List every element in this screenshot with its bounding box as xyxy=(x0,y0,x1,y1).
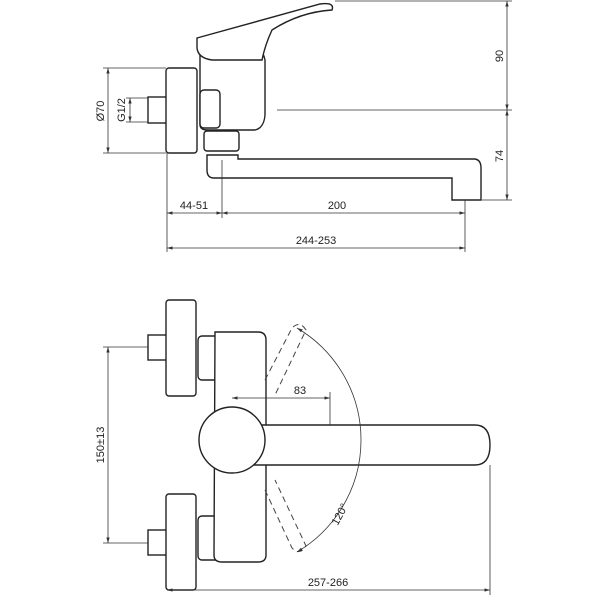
lever-label: 83 xyxy=(294,385,306,397)
height-spout-label: 74 xyxy=(494,150,506,162)
top-knob xyxy=(198,406,266,474)
spout-length-label: 200 xyxy=(328,200,346,212)
lever-rotated-right xyxy=(264,479,307,552)
wall-flange xyxy=(165,67,198,154)
upper-inlet-pipe xyxy=(147,334,169,361)
height-top-label: 90 xyxy=(494,50,506,62)
side-view: Ø70 G1/2 90 74 44-51 200 244-253 xyxy=(95,0,512,252)
centers-label: 150±13 xyxy=(95,427,107,464)
lever-handle xyxy=(196,2,334,61)
diameter-label: Ø70 xyxy=(95,101,107,122)
lower-inlet-pipe xyxy=(147,529,169,556)
thread-label: G1/2 xyxy=(116,98,128,122)
spout-nut xyxy=(203,130,240,152)
rotation-label: 120° xyxy=(330,502,351,528)
top-view: 120° 83 150±13 257-266 xyxy=(95,299,491,595)
spout xyxy=(206,154,482,201)
upper-flange xyxy=(165,299,197,397)
wall-offset-label: 44-51 xyxy=(180,200,208,212)
side-total-length-label: 244-253 xyxy=(296,235,336,247)
inlet-pipe xyxy=(147,96,169,124)
lever-rotated-left xyxy=(264,324,307,396)
top-total-length-label: 257-266 xyxy=(308,577,348,589)
union-nut xyxy=(199,89,221,129)
lower-flange xyxy=(165,493,197,591)
